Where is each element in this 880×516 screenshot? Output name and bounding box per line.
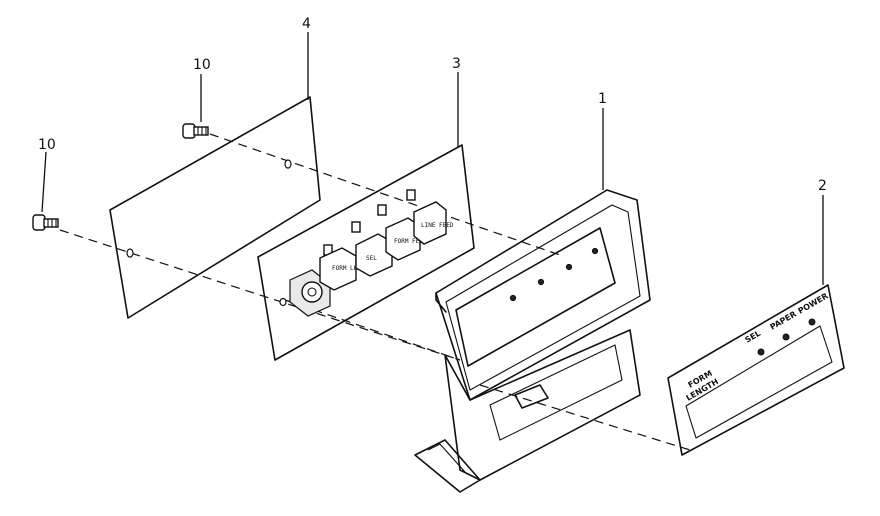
alignment-line-left xyxy=(59,229,461,361)
back-plate-hole-top xyxy=(284,159,292,169)
bezel-foot-left xyxy=(414,439,481,493)
callout-back-plate: 4 xyxy=(302,16,311,32)
callout-leaders xyxy=(41,32,824,285)
front-bezel xyxy=(414,189,651,493)
overlay-paper-indicator xyxy=(782,333,790,341)
alignment-lines xyxy=(59,133,691,451)
circuit-board-outline xyxy=(257,144,475,361)
callout-circuit-board: 3 xyxy=(452,56,461,72)
callout-overlay-label: 2 xyxy=(818,178,827,194)
back-plate xyxy=(109,96,321,319)
circuit-board: FORM LEN SEL FORM FEED LINE FEED xyxy=(257,144,475,361)
board-button-1-label: FORM LEN xyxy=(332,265,361,272)
bezel-frame xyxy=(435,189,651,401)
bezel-led-1 xyxy=(509,294,517,302)
screw-head xyxy=(182,123,196,139)
callout-front-bezel: 1 xyxy=(598,91,607,107)
board-button-3-label: FORM FEED xyxy=(394,238,427,245)
back-plate-hole-left xyxy=(126,248,134,258)
screw-left xyxy=(32,214,59,231)
overlay-label: FORM LENGTH SEL PAPER POWER xyxy=(667,284,845,456)
overlay-power-indicator xyxy=(808,318,816,326)
screw-head xyxy=(32,214,46,231)
board-hole xyxy=(279,297,287,307)
screw-top xyxy=(182,123,209,139)
bezel-frame-inner xyxy=(445,204,641,391)
callout-screw-top: 10 xyxy=(193,57,211,73)
bezel-window xyxy=(455,227,616,367)
bezel-lower-body xyxy=(444,329,641,481)
callout-screw-left: 10 xyxy=(38,137,56,153)
overlay-outline xyxy=(667,284,845,456)
bezel-led-3 xyxy=(565,263,573,271)
screw-shank xyxy=(43,218,59,228)
overlay-window xyxy=(685,325,833,439)
screw-shank xyxy=(193,126,209,136)
back-plate-outline xyxy=(109,96,321,319)
overlay-sel-label: SEL xyxy=(744,329,763,345)
overlay-power-label: POWER xyxy=(797,291,830,315)
bezel-tab xyxy=(514,384,549,409)
alignment-line-top xyxy=(209,133,561,256)
board-button-4: LINE FEED xyxy=(413,201,454,245)
board-posts xyxy=(323,189,416,256)
board-button-1: FORM LEN xyxy=(319,247,361,291)
bezel-led-2 xyxy=(537,278,545,286)
bezel-lower-opening xyxy=(489,344,623,441)
overlay-paper-label: PAPER xyxy=(769,310,798,332)
board-button-2: SEL xyxy=(355,233,393,277)
leader-screw-left xyxy=(41,151,47,213)
board-button-4-label: LINE FEED xyxy=(421,222,454,229)
board-button-3: FORM FEED xyxy=(385,217,427,261)
board-button-2-label: SEL xyxy=(366,255,377,262)
bezel-led-4 xyxy=(591,247,599,255)
overlay-sel-indicator xyxy=(757,348,765,356)
